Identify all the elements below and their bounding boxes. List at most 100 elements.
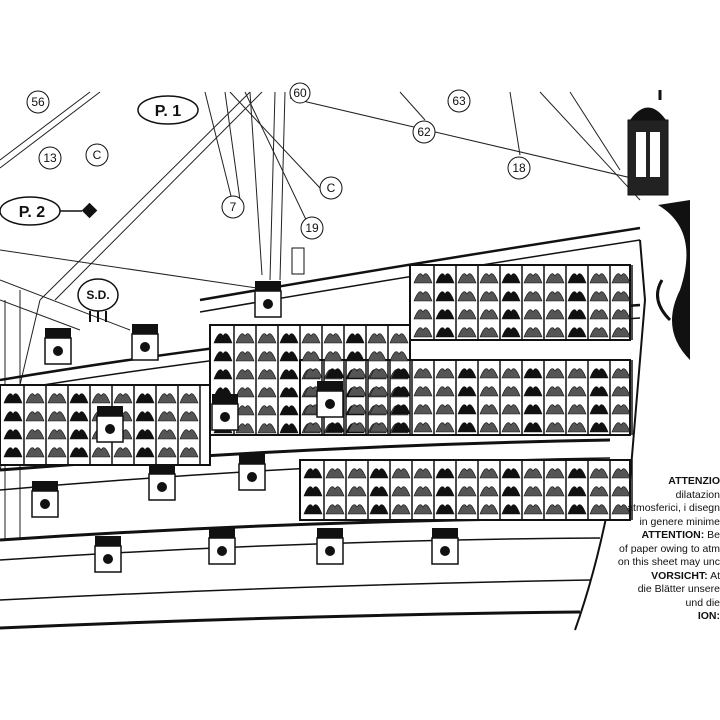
carving-motif: [611, 273, 631, 284]
svg-text:19: 19: [305, 221, 319, 235]
carving-motif: [567, 327, 587, 338]
svg-text:56: 56: [31, 95, 45, 109]
carving-motif: [567, 309, 587, 320]
carving-motif: [347, 386, 367, 397]
carving-motif: [479, 468, 499, 479]
carving-motif: [257, 423, 277, 434]
carving-motif: [135, 429, 155, 440]
carving-motif: [523, 468, 543, 479]
carving-motif: [611, 386, 631, 397]
carving-motif: [157, 429, 177, 440]
carving-motif: [589, 486, 609, 497]
carving-motif: [479, 273, 499, 284]
svg-text:18: 18: [512, 161, 526, 175]
gun-port-lid: [212, 394, 238, 404]
carving-motif: [369, 404, 389, 415]
carving-motif: [457, 273, 477, 284]
carving-motif: [47, 393, 67, 404]
carving-motif: [367, 333, 387, 344]
carving-motif: [179, 447, 199, 458]
carving-motif: [523, 309, 543, 320]
carving-motif: [303, 468, 323, 479]
cannon-muzzle: [247, 472, 257, 482]
carving-motif: [523, 404, 543, 415]
rigging-lines: [0, 91, 641, 540]
carving-motif: [257, 369, 277, 380]
carving-motif: [279, 423, 299, 434]
gun-port-lid: [32, 481, 58, 491]
carving-motif: [611, 468, 631, 479]
carving-motif: [113, 393, 133, 404]
cannon-muzzle: [220, 412, 230, 422]
carving-motif: [325, 486, 345, 497]
carving-motif: [91, 393, 111, 404]
carving-motif: [179, 393, 199, 404]
carving-motif: [611, 504, 631, 515]
carving-motif: [435, 468, 455, 479]
carving-motif: [213, 333, 233, 344]
svg-text:60: 60: [293, 86, 307, 100]
carving-motif: [369, 486, 389, 497]
svg-text:S.D.: S.D.: [86, 288, 109, 302]
carving-motif: [391, 504, 411, 515]
carving-motif: [325, 368, 345, 379]
carving-motif: [589, 504, 609, 515]
carving-motif: [279, 333, 299, 344]
carving-motif: [501, 486, 521, 497]
cannon-muzzle: [325, 399, 335, 409]
carving-motif: [157, 393, 177, 404]
cannon-muzzle: [325, 546, 335, 556]
callout-18: 18: [507, 156, 531, 180]
gun-port-lid: [317, 381, 343, 391]
carving-motif: [501, 368, 521, 379]
carving-motif: [567, 486, 587, 497]
carving-motif: [413, 422, 433, 433]
carving-motif: [3, 393, 23, 404]
carving-motif: [567, 422, 587, 433]
cannon-muzzle: [53, 346, 63, 356]
carving-motif: [345, 333, 365, 344]
carving-motif: [413, 404, 433, 415]
carving-motif: [611, 404, 631, 415]
carving-motif: [369, 422, 389, 433]
callout-56: 56: [26, 90, 50, 114]
carving-motif: [611, 486, 631, 497]
carving-motif: [523, 327, 543, 338]
carving-motif: [435, 291, 455, 302]
carving-motif: [545, 309, 565, 320]
carving-motif: [69, 447, 89, 458]
carving-motif: [235, 405, 255, 416]
carving-motif: [501, 504, 521, 515]
carving-motif: [435, 486, 455, 497]
carving-motif: [611, 422, 631, 433]
carving-motif: [589, 327, 609, 338]
svg-text:C: C: [327, 181, 336, 195]
carving-motif: [523, 504, 543, 515]
carving-motif: [545, 422, 565, 433]
gun-port-lid: [95, 536, 121, 546]
carving-motif: [413, 486, 433, 497]
carving-motif: [457, 468, 477, 479]
carving-motif: [257, 405, 277, 416]
carving-motif: [91, 447, 111, 458]
carving-motif: [347, 486, 367, 497]
carving-motif: [611, 309, 631, 320]
callout-c-1: C: [85, 143, 109, 167]
carving-motif: [523, 386, 543, 397]
carving-motif: [479, 291, 499, 302]
carving-motif: [567, 291, 587, 302]
carving-motif: [589, 404, 609, 415]
carving-motif: [479, 386, 499, 397]
carving-motif: [545, 504, 565, 515]
carving-motif: [347, 368, 367, 379]
carving-motif: [435, 309, 455, 320]
carving-motif: [457, 309, 477, 320]
diamond-marker-icon: [81, 202, 98, 219]
cannon-muzzle: [440, 546, 450, 556]
carving-motif: [413, 273, 433, 284]
carving-motif: [391, 368, 411, 379]
carving-motif: [501, 309, 521, 320]
callout-p1: P. 1: [137, 95, 199, 125]
callout-19: 19: [300, 216, 324, 240]
carving-motif: [279, 369, 299, 380]
